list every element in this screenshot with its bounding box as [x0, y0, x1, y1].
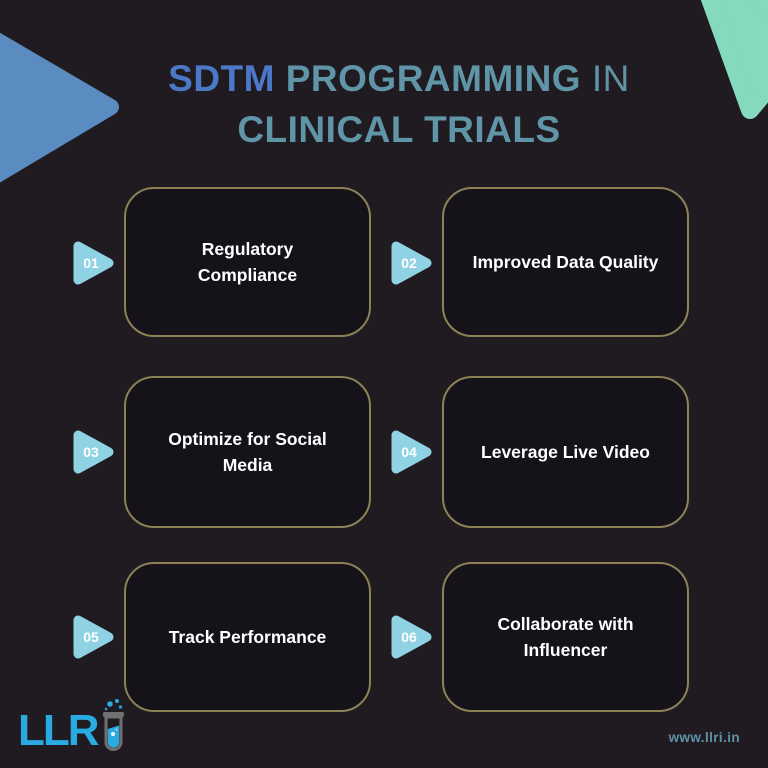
triangle-badge-icon [73, 615, 114, 659]
title-word-in: IN [591, 58, 630, 99]
card-label: Improved Data Quality [472, 251, 659, 272]
badge-number: 04 [401, 444, 417, 460]
triangle-badge-icon [73, 430, 114, 474]
logo-text: LLR [18, 706, 100, 755]
card-improved-data-quality: Improved Data Quality [442, 187, 689, 337]
badge-03: 03 [73, 429, 117, 475]
title-word-programming: PROGRAMMING [285, 58, 582, 99]
card-label: Track Performance [168, 626, 327, 647]
badge-04: 04 [391, 429, 435, 475]
title-line2: CLINICAL TRIALS [237, 109, 561, 150]
triangle-badge-icon [73, 241, 114, 285]
card-optimize-social-media: Optimize for Social Media [124, 376, 371, 528]
badge-02: 02 [391, 240, 435, 286]
test-tube-icon [102, 699, 124, 751]
badge-number: 01 [83, 255, 99, 271]
card-label: Leverage Live Video [481, 441, 650, 462]
triangle-badge-icon [391, 241, 432, 285]
badge-number: 03 [83, 444, 99, 460]
website-url: www.llri.in [668, 730, 740, 745]
badge-06: 06 [391, 614, 435, 660]
badge-05: 05 [73, 614, 117, 660]
title-word-sdtm: SDTM [168, 58, 275, 99]
card-leverage-live-video: Leverage Live Video [442, 376, 689, 528]
card-track-performance: Track Performance [124, 562, 371, 712]
card-label: Collaborate with Influencer [497, 613, 634, 660]
card-regulatory-compliance: Regulatory Compliance [124, 187, 371, 337]
card-collaborate-influencer: Collaborate with Influencer [442, 562, 689, 712]
card-label: Regulatory Compliance [197, 238, 298, 285]
triangle-badge-icon [391, 430, 432, 474]
badge-number: 05 [83, 629, 99, 645]
llri-logo: LLR [18, 699, 130, 756]
card-label: Optimize for Social Media [168, 428, 327, 475]
triangle-badge-icon [391, 615, 432, 659]
badge-number: 06 [401, 629, 417, 645]
badge-number: 02 [401, 255, 417, 271]
page-title: SDTM PROGRAMMING IN CLINICAL TRIALS [15, 53, 768, 155]
badge-01: 01 [73, 240, 117, 286]
